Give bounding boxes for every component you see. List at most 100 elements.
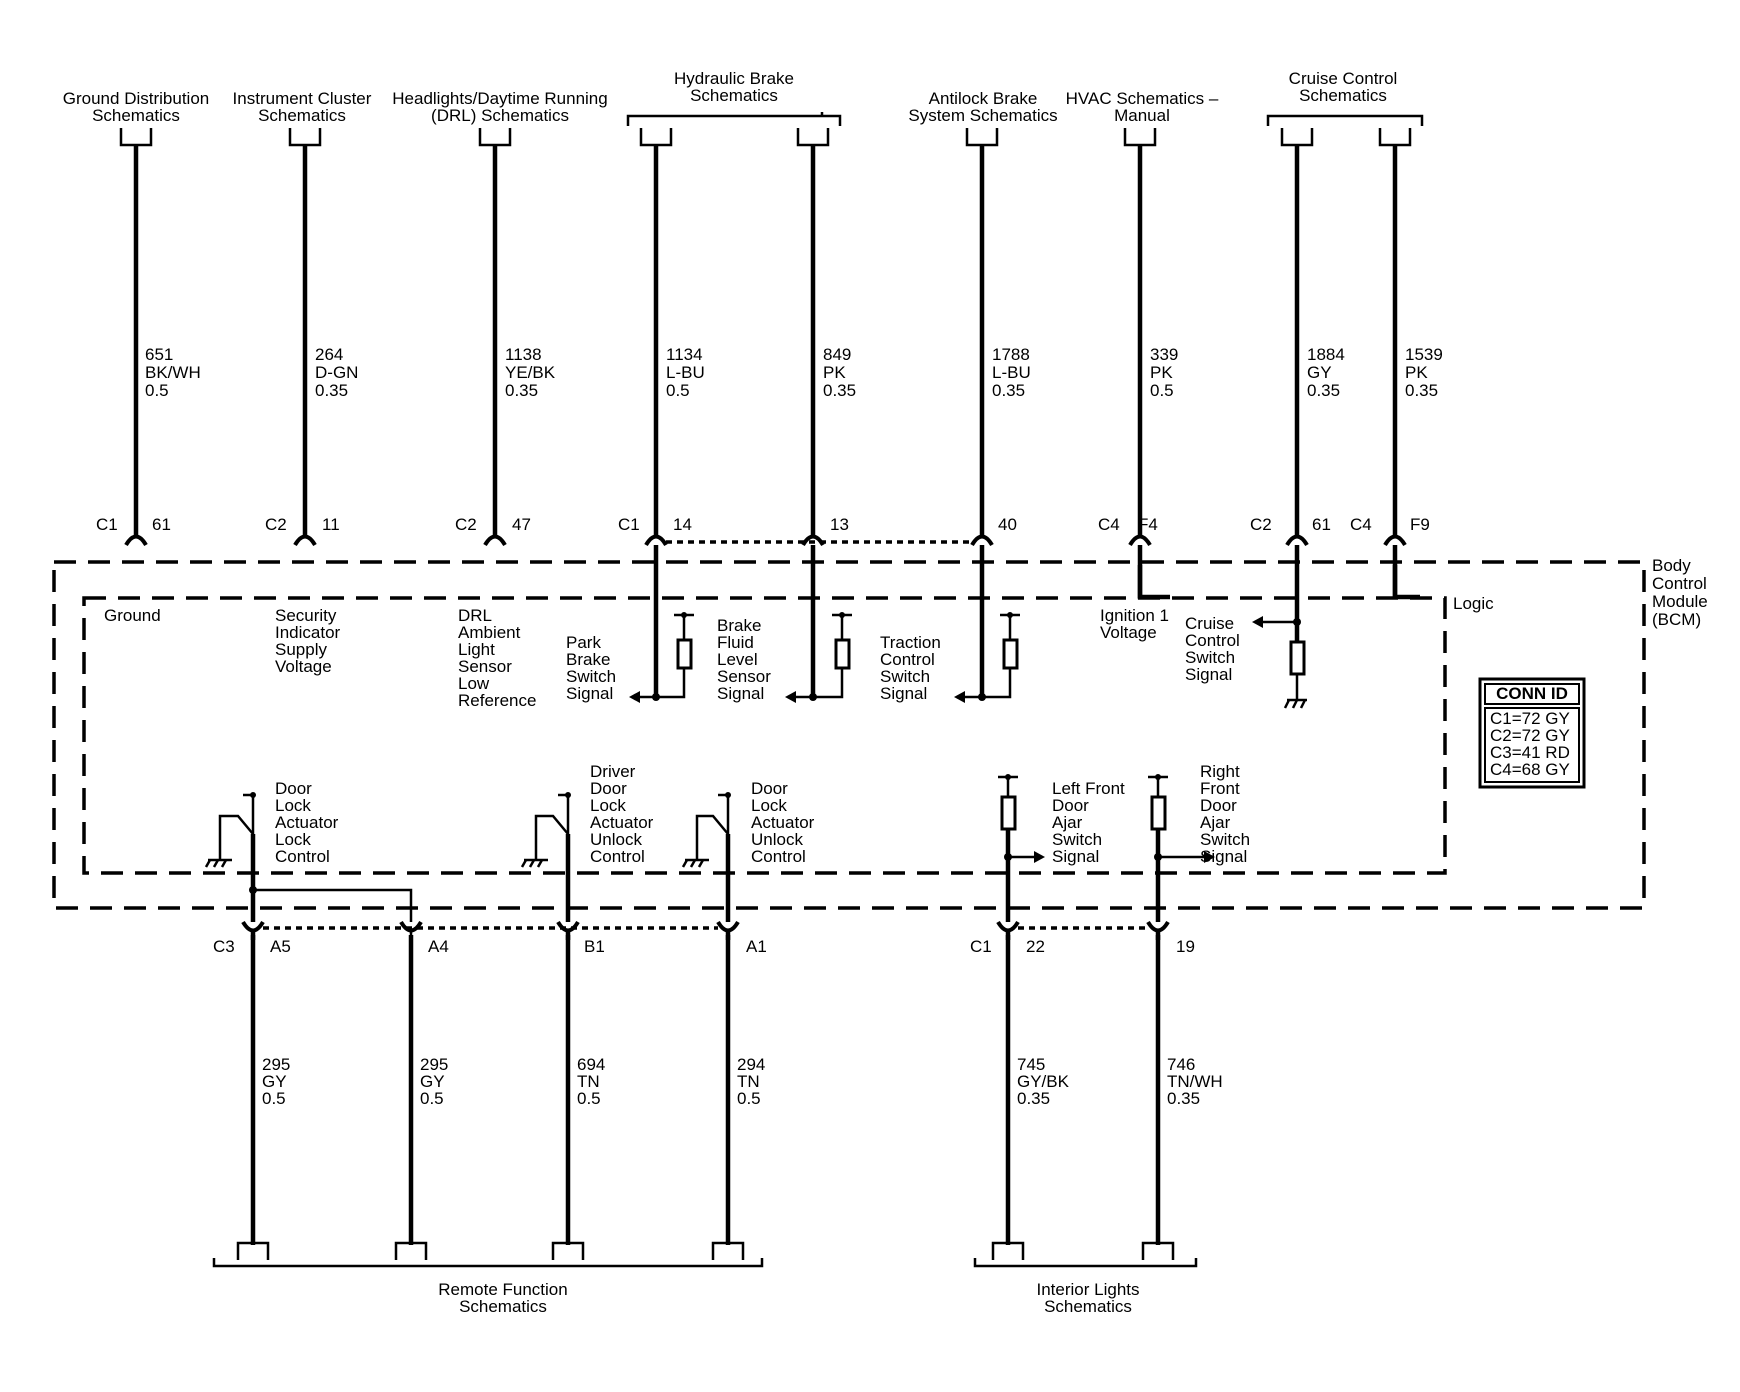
driver-unlock-switch — [520, 792, 571, 940]
ref-interior-lights[interactable]: Interior Lights Schematics — [1037, 1280, 1140, 1316]
terminal-shape — [236, 1241, 270, 1260]
unlock-label: Door Lock Actuator Unlock Control — [751, 779, 815, 866]
svg-text:Cruise: Cruise — [1185, 614, 1234, 633]
ignition-label: Ignition 1 Voltage — [1100, 606, 1169, 642]
ref-label: Interior Lights — [1037, 1280, 1140, 1299]
terminal-shape — [1280, 128, 1314, 147]
lock-splice — [253, 888, 413, 940]
svg-text:Ignition 1: Ignition 1 — [1100, 606, 1169, 625]
ref-headlights-drl[interactable]: Headlights/Daytime Running (DRL) Schemat… — [392, 89, 607, 125]
connector-pin — [644, 534, 668, 547]
ref-label: Headlights/Daytime Running — [392, 89, 607, 108]
svg-text:Signal: Signal — [1200, 847, 1247, 866]
svg-text:F9: F9 — [1410, 515, 1430, 534]
svg-text:19: 19 — [1176, 937, 1195, 956]
brake-fluid-label: Brake Fluid Level Sensor Signal — [717, 616, 771, 703]
svg-text:YE/BK: YE/BK — [505, 363, 556, 382]
svg-text:Supply: Supply — [275, 640, 327, 659]
svg-text:Door: Door — [1200, 796, 1237, 815]
wire-label-849: 849 PK 0.35 — [823, 345, 856, 400]
svg-text:694: 694 — [577, 1055, 605, 1074]
ref-label: Antilock Brake — [929, 89, 1038, 108]
svg-text:1138: 1138 — [505, 345, 542, 364]
wire-label-745: 745 GY/BK 0.35 — [1017, 1055, 1070, 1108]
wire-label-651: 651 BK/WH 0.5 — [145, 345, 201, 400]
svg-text:L-BU: L-BU — [992, 363, 1031, 382]
driver-unlock-label: Driver Door Lock Actuator Unlock Control — [590, 762, 654, 866]
svg-text:Right: Right — [1200, 762, 1240, 781]
conn-id-row: C4=68 GY — [1490, 760, 1570, 779]
ref-hydraulic-brake[interactable]: Hydraulic Brake Schematics — [674, 69, 794, 105]
svg-text:61: 61 — [152, 515, 171, 534]
svg-text:Lock: Lock — [751, 796, 787, 815]
ref-label: System Schematics — [908, 106, 1057, 125]
svg-text:GY: GY — [420, 1072, 445, 1091]
svg-text:0.35: 0.35 — [992, 381, 1025, 400]
conn-id-table: CONN ID C1=72 GY C2=72 GY C3=41 RD C4=68… — [1478, 677, 1586, 789]
ref-hvac-manual[interactable]: HVAC Schematics – Manual — [1066, 89, 1219, 125]
ref-label: HVAC Schematics – — [1066, 89, 1219, 108]
svg-text:Signal: Signal — [717, 684, 764, 703]
svg-text:Fluid: Fluid — [717, 633, 754, 652]
connector-pin — [970, 534, 994, 547]
svg-text:A4: A4 — [428, 937, 449, 956]
svg-text:Control: Control — [590, 847, 645, 866]
svg-text:Voltage: Voltage — [275, 657, 332, 676]
svg-text:294: 294 — [737, 1055, 765, 1074]
unlock-switch — [681, 792, 731, 940]
terminal-shape — [1141, 1241, 1175, 1260]
svg-text:C1: C1 — [970, 937, 992, 956]
svg-text:C2: C2 — [265, 515, 287, 534]
door-lock-label: Door Lock Actuator Lock Control — [275, 779, 339, 866]
svg-text:Brake: Brake — [566, 650, 610, 669]
conn-id-row: C3=41 RD — [1490, 743, 1570, 762]
svg-text:Unlock: Unlock — [751, 830, 803, 849]
svg-text:Ajar: Ajar — [1200, 813, 1231, 832]
svg-text:Low: Low — [458, 674, 490, 693]
svg-text:Sensor: Sensor — [458, 657, 512, 676]
module-name: Body Control Module (BCM) — [1652, 556, 1708, 629]
splice-dot — [249, 886, 257, 894]
svg-text:Security: Security — [275, 606, 337, 625]
svg-text:BK/WH: BK/WH — [145, 363, 201, 382]
svg-text:264: 264 — [315, 345, 343, 364]
svg-text:Lock: Lock — [275, 796, 311, 815]
svg-text:0.35: 0.35 — [1167, 1089, 1200, 1108]
connector-pin — [1383, 534, 1407, 547]
connector-pin — [1285, 534, 1309, 547]
brace-hydraulic — [626, 112, 842, 126]
top-wire-labels: 651 BK/WH 0.5 264 D-GN 0.35 1138 YE/BK 0… — [145, 345, 1443, 400]
svg-text:Indicator: Indicator — [275, 623, 341, 642]
wire-label-339: 339 PK 0.5 — [1150, 345, 1178, 400]
ref-cruise-control[interactable]: Cruise Control Schematics — [1289, 69, 1398, 105]
svg-text:0.35: 0.35 — [1307, 381, 1340, 400]
logic-label: Logic — [1453, 594, 1494, 613]
svg-text:D-GN: D-GN — [315, 363, 358, 382]
svg-text:Switch: Switch — [1185, 648, 1235, 667]
svg-text:849: 849 — [823, 345, 851, 364]
svg-text:Ambient: Ambient — [458, 623, 521, 642]
terminal-shape — [991, 1241, 1025, 1260]
top-pin-labels: C1 61 C2 11 C2 47 C1 14 13 40 C4 F4 C2 6… — [96, 515, 1430, 534]
brace-interior-lights — [973, 1258, 1198, 1268]
svg-text:745: 745 — [1017, 1055, 1045, 1074]
wire-label-1884: 1884 GY 0.35 — [1307, 345, 1345, 400]
ref-remote-function[interactable]: Remote Function Schematics — [438, 1280, 567, 1316]
svg-text:Door: Door — [590, 779, 627, 798]
lf-door-ajar-label: Left Front Door Ajar Switch Signal — [1052, 779, 1125, 866]
ref-ground-distribution[interactable]: Ground Distribution Schematics — [63, 89, 209, 125]
top-connector-pins — [124, 534, 1407, 547]
ref-instrument-cluster[interactable]: Instrument Cluster Schematics — [233, 89, 372, 125]
wire-label-264: 264 D-GN 0.35 — [315, 345, 358, 400]
park-brake-label: Park Brake Switch Signal — [566, 633, 616, 703]
bottom-wire-labels: 295 GY 0.5 295 GY 0.5 694 TN 0.5 294 TN … — [262, 1055, 1223, 1108]
svg-text:Body: Body — [1652, 556, 1691, 575]
ref-antilock-brake[interactable]: Antilock Brake System Schematics — [908, 89, 1057, 125]
svg-text:22: 22 — [1026, 937, 1045, 956]
cruise-signal-label: Cruise Control Switch Signal — [1185, 614, 1240, 684]
svg-text:Control: Control — [1185, 631, 1240, 650]
svg-text:Left Front: Left Front — [1052, 779, 1125, 798]
bottom-pin-labels: C3 A5 A4 B1 A1 C1 22 19 — [213, 937, 1195, 956]
top-terminals — [119, 128, 1412, 147]
svg-text:0.5: 0.5 — [666, 381, 690, 400]
